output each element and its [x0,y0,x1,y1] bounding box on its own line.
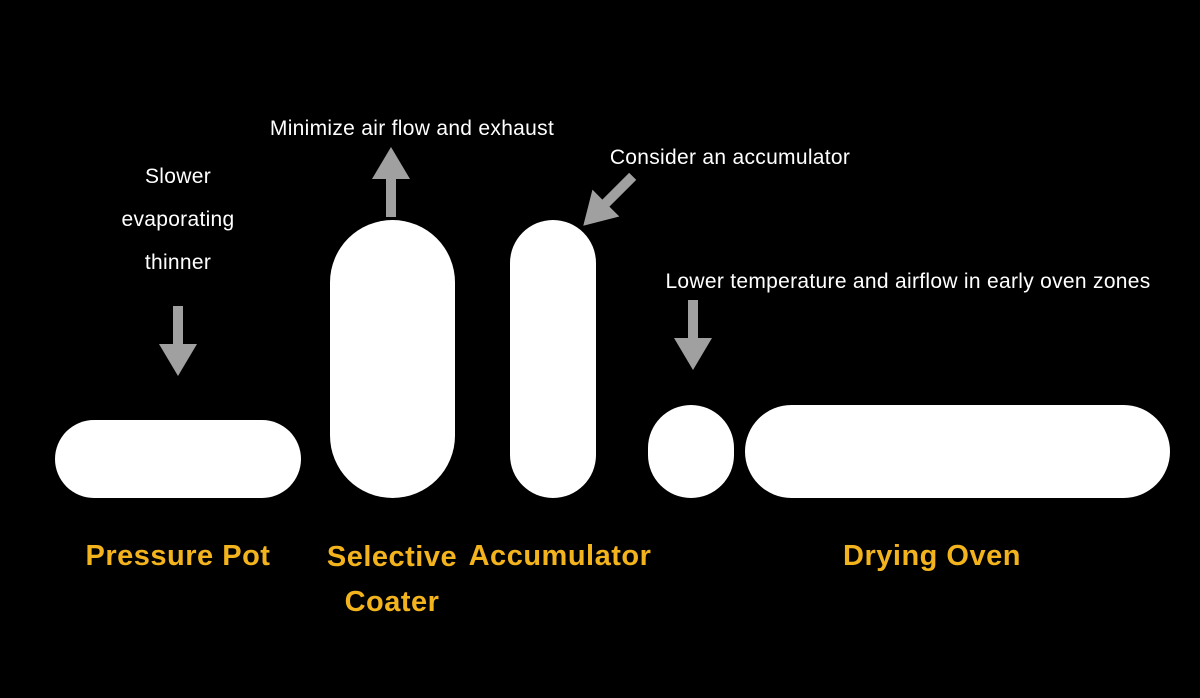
annotation-line: thinner [144,251,212,274]
annotation-line: evaporating [121,208,235,231]
label-line: Coater [344,586,440,618]
oven-infeed-shape [648,405,734,498]
diagonal-down-left-arrow-icon [570,163,646,239]
annotation-line: Slower [145,165,211,188]
accumulator-shape [510,220,596,498]
annotation-selective-coater: Minimize air flow and exhaust [269,117,555,140]
selective-coater-shape [330,220,455,498]
label-accumulator: Accumulator [468,540,652,572]
annotation-pressure-pot: Slower evaporating thinner [78,155,278,284]
pressure-pot-shape [55,420,301,498]
down-arrow-icon [159,306,197,376]
label-line: Selective [326,541,458,573]
label-drying-oven: Drying Oven [843,540,1021,572]
label-selective-coater: Selective Coater [327,535,457,625]
annotation-accumulator: Consider an accumulator [609,146,851,169]
down-arrow-icon [674,300,712,370]
annotation-drying-oven: Lower temperature and airflow in early o… [665,270,1151,293]
up-arrow-icon [372,147,410,217]
label-pressure-pot: Pressure Pot [85,540,271,572]
drying-oven-shape [745,405,1170,498]
